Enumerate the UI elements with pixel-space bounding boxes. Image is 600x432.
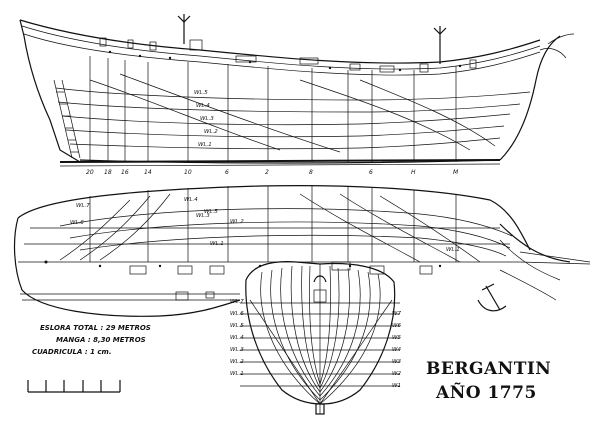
station-number: 14 bbox=[144, 169, 152, 176]
station-number: 2 bbox=[265, 169, 269, 176]
specifications-block: ESLORA TOTAL : 29 METROS MANGA : 8,30 ME… bbox=[27, 324, 151, 393]
profile-wl5-label: WL.5 bbox=[194, 90, 208, 96]
profile-wl1-label: WL.1 bbox=[198, 142, 212, 148]
half-breadth-plan: WL.7 WL.6 WL.5 WL.4 WL.3 WL.2 WL.1 WL.1 bbox=[13, 185, 591, 317]
plan-wl1-label: WL.1 bbox=[210, 241, 224, 247]
plan-wl3-label: WL.3 bbox=[196, 213, 210, 219]
section-left-wl5: WL.5 bbox=[230, 323, 244, 329]
station-number: 6 bbox=[225, 169, 229, 176]
anchor-icon bbox=[477, 283, 507, 312]
station-number: 18 bbox=[104, 169, 112, 176]
section-right-w4: W4 bbox=[392, 347, 401, 353]
body-section-view: WL.7 WL.6 WL.5 WL.4 WL.3 WL.2 WL.1 W7 W6… bbox=[230, 261, 401, 415]
plan-title: BERGANTIN bbox=[426, 359, 551, 379]
section-left-wl6: WL.6 bbox=[230, 311, 244, 317]
plan-wl7-label: WL.7 bbox=[76, 203, 90, 209]
title-block: BERGANTIN AÑO 1775 bbox=[426, 359, 551, 403]
section-left-wl7: WL.7 bbox=[230, 299, 244, 305]
profile-wl3-label: WL.3 bbox=[200, 116, 214, 122]
profile-view: WL.5 WL.4 WL.3 WL.2 WL.1 20 18 16 14 10 … bbox=[19, 14, 575, 176]
plan-wl4-label: WL.4 bbox=[184, 197, 198, 203]
scale-bar bbox=[27, 380, 121, 393]
profile-wl2-label: WL.2 bbox=[204, 129, 218, 135]
station-number: H bbox=[411, 169, 416, 176]
section-left-wl4: WL.4 bbox=[230, 335, 244, 341]
station-number: 6 bbox=[369, 169, 373, 176]
plan-wl6-label: WL.6 bbox=[70, 220, 84, 226]
plan-wl2-label: WL.2 bbox=[230, 219, 244, 225]
station-number: 16 bbox=[121, 169, 129, 176]
plan-wl1-bow-label: WL.1 bbox=[446, 247, 460, 253]
section-left-wl2: WL.2 bbox=[230, 359, 244, 365]
station-number: M bbox=[453, 169, 459, 176]
spec-manga: MANGA : 8,30 METROS bbox=[56, 336, 146, 344]
section-left-wl3: WL.3 bbox=[230, 347, 244, 353]
spec-cuadricula: CUADRICULA : 1 cm. bbox=[32, 348, 112, 356]
section-right-w1: W1 bbox=[392, 383, 401, 389]
section-right-w3: W3 bbox=[392, 359, 401, 365]
section-left-wl1: WL.1 bbox=[230, 371, 244, 377]
plan-wl5-label: WL.5 bbox=[204, 209, 218, 215]
section-right-w6: W6 bbox=[392, 323, 401, 329]
plan-year: AÑO 1775 bbox=[435, 381, 537, 403]
profile-wl4-label: WL.4 bbox=[196, 103, 210, 109]
section-right-w5: W5 bbox=[392, 335, 401, 341]
spec-eslora: ESLORA TOTAL : 29 METROS bbox=[40, 324, 151, 332]
section-right-w2: W2 bbox=[392, 371, 401, 377]
station-number: 20 bbox=[86, 169, 94, 176]
station-number: 8 bbox=[309, 169, 313, 176]
station-number: 10 bbox=[184, 169, 192, 176]
section-right-w7: W7 bbox=[392, 311, 401, 317]
